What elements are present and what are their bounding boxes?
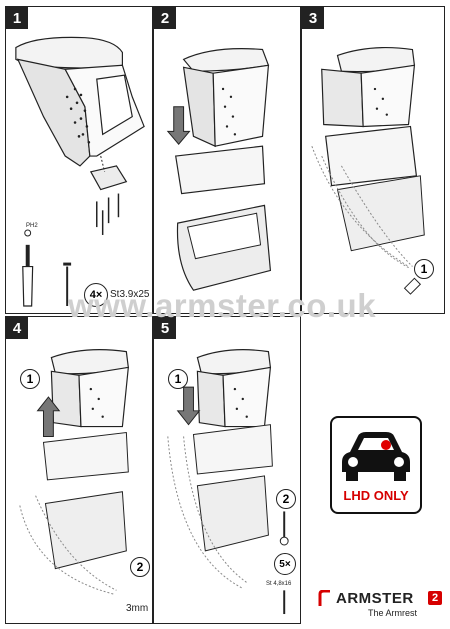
panel-step-5: 5 1 2 5× St 4,8x16 <box>153 316 301 624</box>
brand-name: ARMSTER <box>336 590 414 607</box>
brand-tagline: The Armrest <box>368 608 418 618</box>
lhd-only-label: LHD ONLY <box>343 488 409 503</box>
armrest-final-fix-illustration <box>167 349 289 615</box>
step-number: 1 <box>6 7 28 29</box>
panel-step-3: 3 1 <box>301 6 445 314</box>
driver-position-dot <box>381 440 391 450</box>
screw-size-label: St3.9x25 <box>110 289 150 300</box>
armrest-lift-illustration <box>19 349 129 595</box>
website-watermark: www.armster.co.uk <box>68 287 377 324</box>
panel-step-2: 2 <box>153 6 301 314</box>
panel-step-4: 4 1 2 3mm <box>5 316 153 624</box>
quantity-badge: 5× <box>274 553 296 575</box>
callout-number: 1 <box>168 369 188 389</box>
armrest-mount-illustration <box>311 46 425 295</box>
screw-size-label: St 4,8x16 <box>266 581 292 587</box>
step-number: 5 <box>154 317 176 339</box>
tool-label: PH2 <box>26 223 38 229</box>
callout-number: 2 <box>276 489 296 509</box>
armster-logo-icon <box>318 590 330 606</box>
step-number: 4 <box>6 317 28 339</box>
callout-number: 2 <box>130 557 150 577</box>
step-number: 2 <box>154 7 176 29</box>
callout-number: 1 <box>414 259 434 279</box>
quantity-badge: 4× <box>84 283 108 307</box>
model-number-badge: 2 <box>428 591 442 605</box>
car-icon <box>342 432 410 481</box>
panel-step-1: 1 PH2 4× St3.9x25 <box>5 6 153 314</box>
lhd-only-badge: LHD ONLY <box>330 416 422 514</box>
callout-number: 1 <box>20 369 40 389</box>
hex-key-size-label: 3mm <box>126 603 149 614</box>
armrest-exploded-illustration <box>15 36 145 307</box>
armrest-slide-down-illustration <box>166 48 272 291</box>
step-number: 3 <box>302 7 324 29</box>
